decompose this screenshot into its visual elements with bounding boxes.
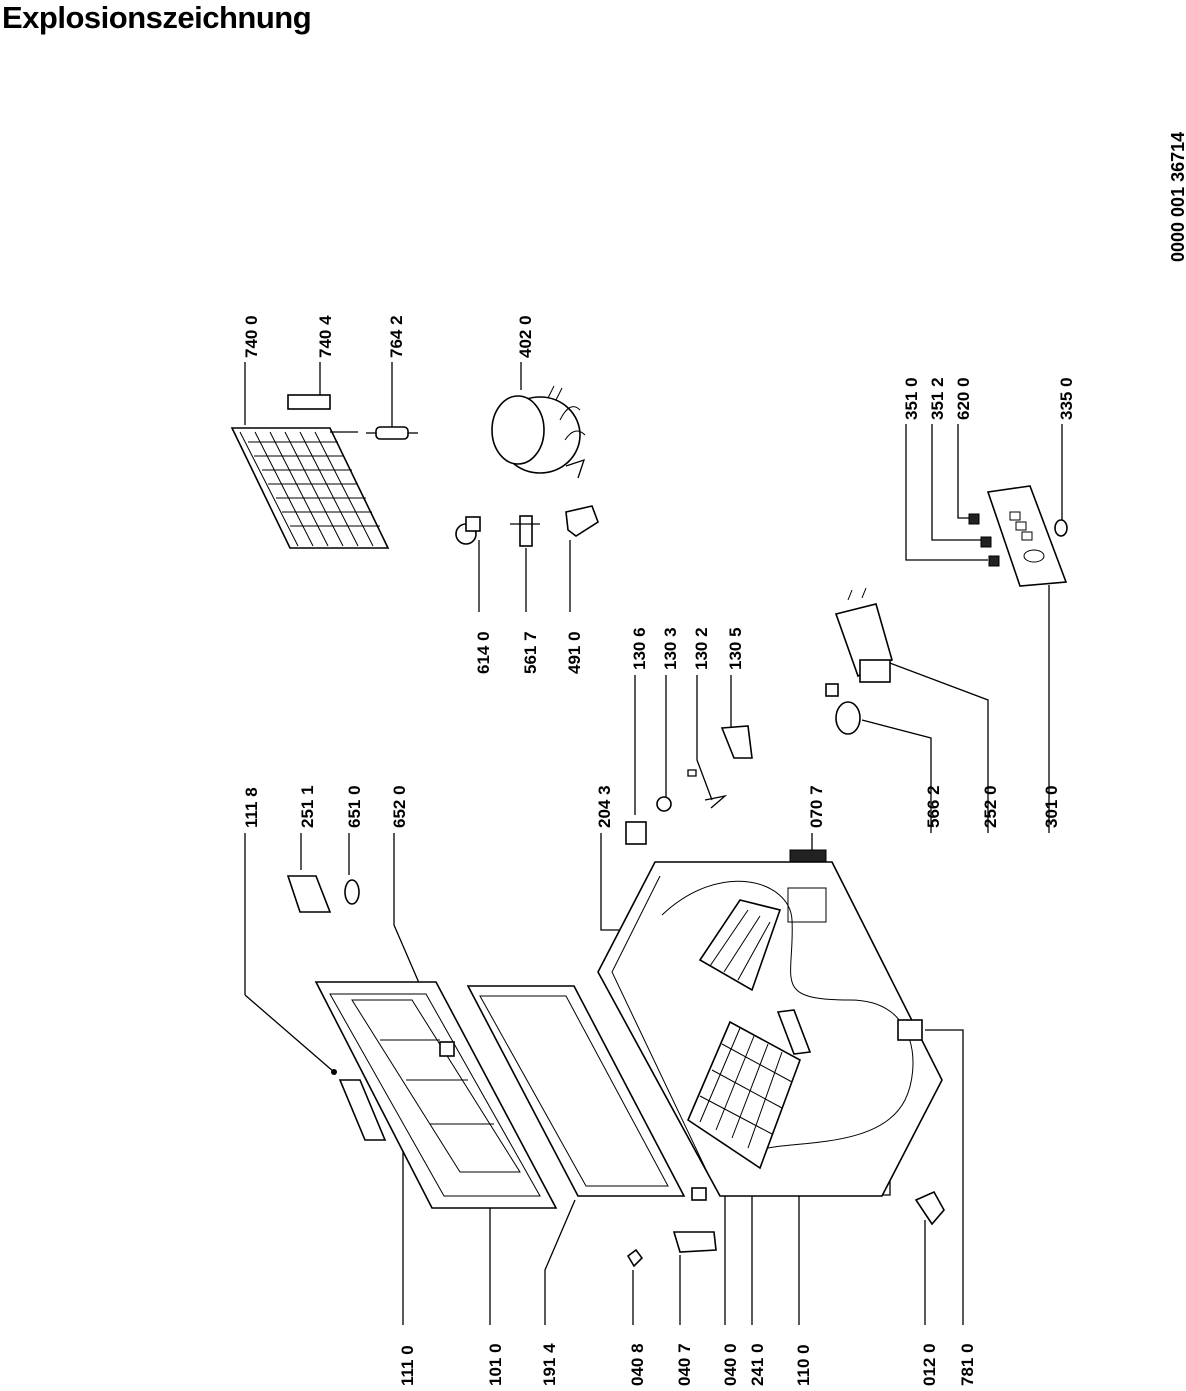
label-130-5: 130 5 [726,627,745,670]
label-130-2: 130 2 [692,627,711,670]
label-614-0: 614 0 [474,631,493,674]
freezer-cabinet [597,861,943,1197]
relay-part [455,516,481,545]
freezer-lid [314,981,558,1209]
page-title: Explosionszeichnung [2,0,312,35]
label-251-1: 251 1 [298,785,317,828]
hinge-part-lower [691,1187,707,1201]
door-handle [338,1079,387,1141]
label-130-3: 130 3 [661,627,680,670]
label-652-0: 652 0 [390,785,409,828]
label-191-4: 191 4 [540,1343,559,1386]
control-knob [980,536,992,548]
bushing-part [656,796,672,812]
label-561-7: 561 7 [521,631,540,674]
compressor [491,385,586,479]
label-101-0: 101 0 [486,1343,505,1386]
coil-spring [825,683,861,735]
label-764-2: 764 2 [387,315,406,358]
bracket-part [287,394,331,410]
hinge-cover [720,725,753,759]
lamp-bulb [344,879,360,905]
foot-part [914,1190,945,1226]
spring-part [687,769,728,809]
label-740-4: 740 4 [316,315,335,358]
label-040-0: 040 0 [721,1343,740,1386]
lamp-cover [286,875,332,913]
condenser-coil [230,427,390,549]
label-651-0: 651 0 [345,785,364,828]
label-301-0: 301 0 [1042,785,1061,828]
label-351-0: 351 0 [902,377,921,420]
label-070-7: 070 7 [807,785,826,828]
label-252-0: 252 0 [981,785,1000,828]
label-402-0: 402 0 [516,315,535,358]
label-491-0: 491 0 [565,631,584,674]
document-number: 0000 001 36714 [1168,132,1186,262]
lid-gasket [466,985,686,1197]
indicator-lamp [1054,519,1068,537]
label-040-7: 040 7 [675,1343,694,1386]
label-351-2: 351 2 [928,377,947,420]
hinge-part [625,821,647,845]
label-040-8: 040 8 [628,1343,647,1386]
cover-part [565,505,599,537]
hinge-screw [626,1248,644,1268]
label-566-2: 566 2 [924,785,943,828]
filter-drier [366,426,418,440]
label-620-0: 620 0 [954,377,973,420]
control-panel [986,485,1068,587]
label-204-3: 204 3 [595,785,614,828]
label-110-0: 110 0 [794,1344,813,1386]
label-111-0: 111 0 [398,1345,417,1386]
label-335-0: 335 0 [1057,377,1076,420]
thermostat-part [510,515,540,547]
control-knob [988,555,1000,567]
label-130-6: 130 6 [630,627,649,670]
screw-part [331,1069,337,1075]
label-111-8: 111 8 [242,787,261,828]
control-knob [968,513,980,525]
hinge-cover-lower [672,1231,717,1253]
label-241-0: 241 0 [748,1343,767,1386]
label-740-0: 740 0 [242,315,261,358]
label-781-0: 781 0 [958,1343,977,1386]
label-012-0: 012 0 [920,1343,939,1386]
relay-box [834,587,893,683]
